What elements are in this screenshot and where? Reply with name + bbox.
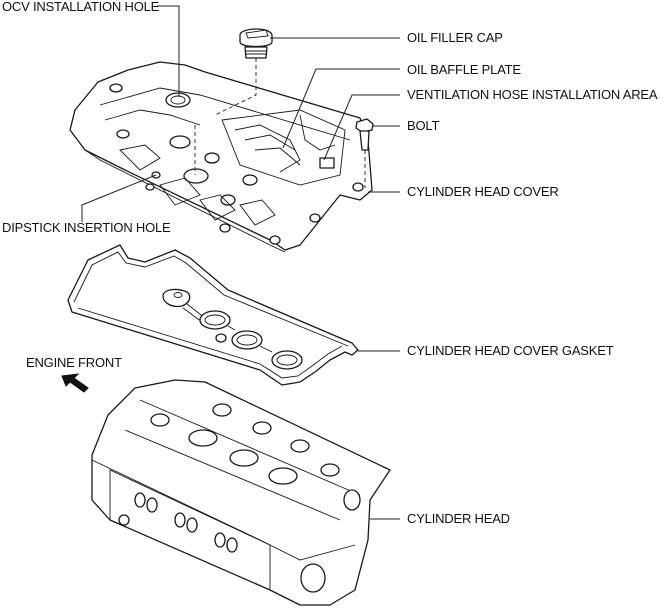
leader-ventilation-hose xyxy=(323,94,400,161)
cylinder-head-cover-gasket-part xyxy=(67,244,359,386)
label-cylinder-head: CYLINDER HEAD xyxy=(407,511,510,526)
label-bolt: BOLT xyxy=(407,118,440,133)
engine-front-arrow-icon xyxy=(61,373,89,393)
label-cylinder-head-cover-gasket: CYLINDER HEAD COVER GASKET xyxy=(407,343,614,358)
label-oil-baffle-plate: OIL BAFFLE PLATE xyxy=(407,62,521,77)
bolt-part xyxy=(355,118,374,151)
label-dipstick-insertion-hole: DIPSTICK INSERTION HOLE xyxy=(2,220,171,235)
label-ventilation-hose-installation-area: VENTILATION HOSE INSTALLATION AREA xyxy=(407,87,658,102)
cylinder-head-part xyxy=(91,379,391,606)
label-engine-front: ENGINE FRONT xyxy=(26,355,122,370)
leader-ocv-hole xyxy=(157,5,180,97)
leader-dipstick-hole xyxy=(81,174,157,222)
leader-oil-baffle-plate xyxy=(282,68,400,149)
cylinder-head-ports xyxy=(118,403,361,593)
leader-lines xyxy=(81,5,400,520)
cylinder-head-cover-part xyxy=(69,61,373,253)
label-oil-filler-cap: OIL FILLER CAP xyxy=(407,30,503,45)
oil-filler-cap-part xyxy=(239,28,273,59)
oil-filler-cap-guide xyxy=(214,58,257,116)
label-ocv-installation-hole: OCV INSTALLATION HOLE xyxy=(2,0,160,14)
label-cylinder-head-cover: CYLINDER HEAD COVER xyxy=(407,184,559,199)
